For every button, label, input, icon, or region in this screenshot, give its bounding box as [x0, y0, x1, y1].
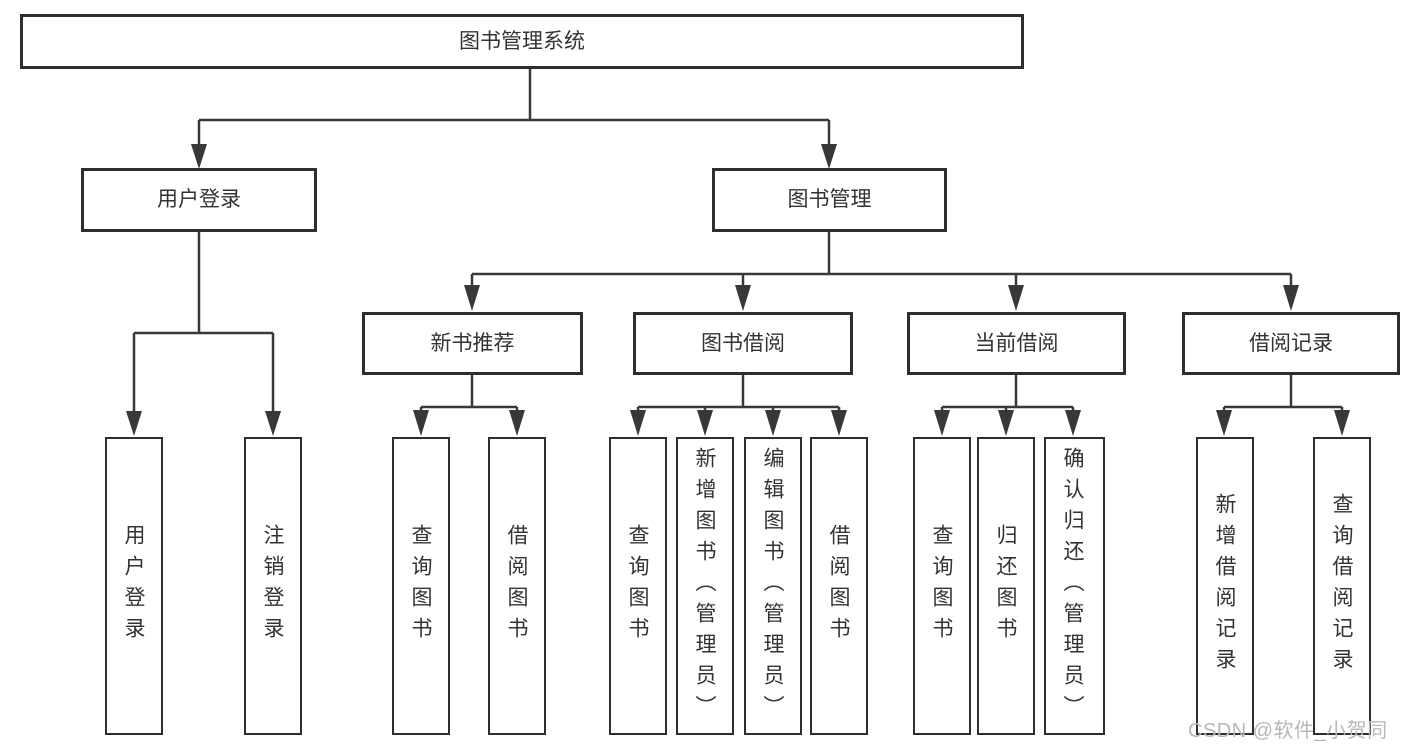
- node-leaf-borrow-books-1: 借阅图书: [488, 437, 546, 735]
- node-borrowing-records: 借阅记录: [1182, 312, 1400, 375]
- node-leaf-add-borrow-record: 新增借阅记录: [1196, 437, 1254, 735]
- node-leaf-confirm-return-admin: 确认归还（管理员）: [1044, 437, 1105, 735]
- node-leaf-query-books-1: 查询图书: [392, 437, 450, 735]
- node-leaf-query-books-2: 查询图书: [609, 437, 667, 735]
- arrowhead-icons: [126, 144, 1350, 436]
- node-leaf-query-books-3: 查询图书: [913, 437, 971, 735]
- node-leaf-borrow-books-2: 借阅图书: [810, 437, 868, 735]
- node-leaf-add-book-admin: 新增图书（管理员）: [676, 437, 734, 735]
- node-leaf-return-book: 归还图书: [977, 437, 1035, 735]
- node-book-borrowing: 图书借阅: [633, 312, 853, 375]
- node-user-login: 用户登录: [81, 168, 317, 232]
- node-book-management: 图书管理: [712, 168, 947, 232]
- csdn-watermark: CSDN @软件_小贺同学: [1188, 720, 1388, 742]
- node-leaf-query-borrow-record: 查询借阅记录: [1313, 437, 1371, 735]
- node-root: 图书管理系统: [20, 14, 1024, 69]
- node-current-borrowing: 当前借阅: [907, 312, 1126, 375]
- node-new-book-recommendation: 新书推荐: [362, 312, 583, 375]
- node-leaf-user-login: 用户登录: [105, 437, 163, 735]
- node-leaf-edit-book-admin: 编辑图书（管理员）: [744, 437, 802, 735]
- node-leaf-logout: 注销登录: [244, 437, 302, 735]
